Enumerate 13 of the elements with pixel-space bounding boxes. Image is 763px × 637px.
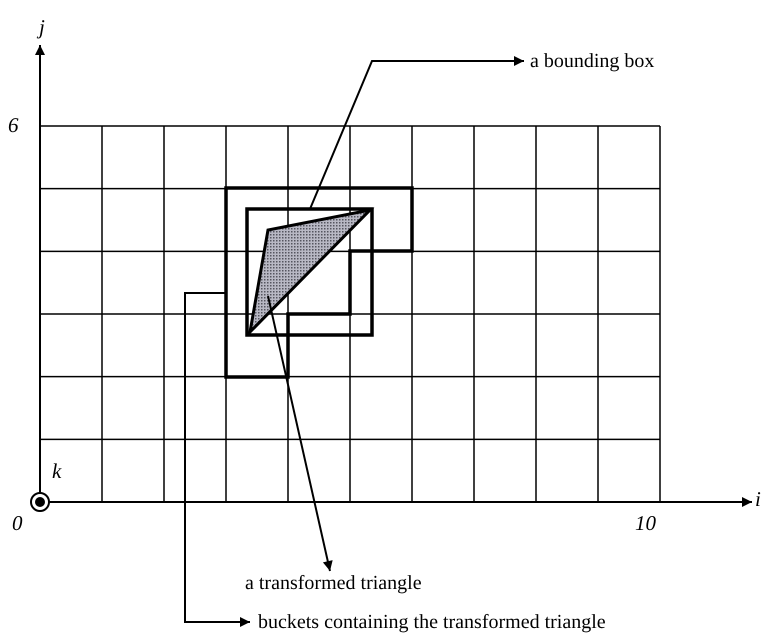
leader-line bbox=[184, 292, 250, 627]
tick-label: 6 bbox=[8, 115, 18, 136]
leader-line bbox=[267, 296, 333, 572]
tick-label: 0 bbox=[12, 513, 22, 534]
bucket-region bbox=[224, 186, 414, 379]
callout-text: buckets containing the transformed triangle bbox=[258, 612, 606, 632]
leader-line bbox=[309, 56, 524, 210]
axis-label: i bbox=[755, 489, 761, 510]
tick-label: 10 bbox=[635, 513, 656, 534]
axis-label: j bbox=[39, 17, 45, 38]
callout-text: a transformed triangle bbox=[245, 573, 422, 593]
axis-label: k bbox=[52, 461, 62, 482]
callout-text: a bounding box bbox=[530, 51, 654, 71]
